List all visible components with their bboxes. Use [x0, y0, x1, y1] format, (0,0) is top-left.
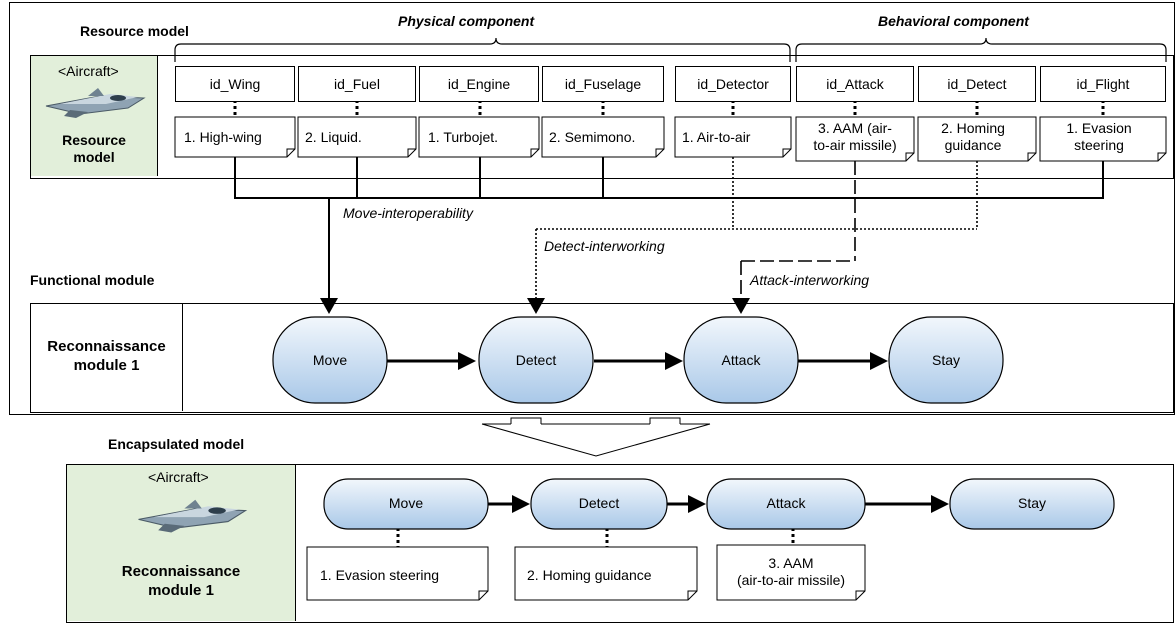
encapsulated-module-name-line2: module 1 [148, 582, 214, 599]
behavioral-component-label: Behavioral component [878, 13, 1029, 29]
note-shape-turbojet [418, 116, 540, 158]
note-shape-semimono [541, 116, 665, 158]
note-shape-high-wing [174, 116, 296, 158]
resource-model-title: Resource model [80, 23, 189, 39]
physical-brace [174, 37, 791, 62]
encapsulated-module-name-line1: Reconnaissance [121, 563, 241, 580]
enc-note-homing: 2. Homing guidance [527, 567, 652, 583]
enc-note-shape-evasion [306, 546, 489, 601]
resource-side-title: Resource model [31, 132, 157, 166]
resource-aircraft-panel [31, 56, 158, 176]
id-box-detect: id_Detect [918, 66, 1036, 102]
func-node-stay: Stay [888, 316, 1004, 404]
note-shape-evasion [1039, 116, 1167, 162]
func-node-detect-label: Detect [515, 352, 557, 368]
attack-interworking-label: Attack-interworking [750, 272, 870, 288]
note-homing: 2. Homing guidance [918, 120, 1028, 154]
resource-side-title-line1: Resource [62, 132, 126, 148]
note-aam: 3. AAM (air- to-air missile) [796, 120, 914, 154]
enc-note-aam-line2: (air-to-air missile) [736, 572, 846, 588]
id-box-engine: id_Engine [419, 66, 539, 102]
id-box-flight: id_Flight [1040, 66, 1166, 102]
behavioral-brace [795, 37, 1167, 62]
note-semimono: 2. Semimono. [549, 129, 636, 145]
enc-node-detect: Detect [530, 478, 668, 530]
note-shape-liquid [297, 116, 417, 158]
top-section-frame [9, 2, 1175, 415]
enc-node-move-label: Move [388, 495, 424, 511]
encapsulated-module-name: Reconnaissance module 1 [67, 562, 295, 600]
id-box-wing: id_Wing [175, 66, 295, 102]
enc-node-attack-label: Attack [766, 495, 806, 511]
note-high-wing: 1. High-wing [184, 129, 262, 145]
enc-node-move: Move [323, 478, 489, 530]
functional-module-name: Reconnaissance module 1 [31, 337, 182, 375]
resource-side-title-line2: model [73, 149, 115, 165]
encapsulated-aircraft-label: <Aircraft> [148, 469, 209, 485]
functional-module-name-line2: module 1 [73, 357, 140, 374]
note-aam-line1: 3. AAM (air- [818, 120, 892, 136]
aircraft-icon [132, 492, 252, 538]
id-box-fuselage: id_Fuselage [542, 66, 664, 102]
note-shape-homing [917, 116, 1037, 162]
note-shape-air-to-air [674, 116, 792, 158]
functional-module-name-line1: Reconnaissance [47, 338, 166, 355]
move-interoperability-label: Move-interoperability [343, 205, 473, 221]
functional-module-divider [182, 304, 183, 411]
note-liquid: 2. Liquid. [305, 129, 362, 145]
id-box-fuel: id_Fuel [298, 66, 416, 102]
functional-module-title: Functional module [30, 272, 155, 288]
encapsulated-aircraft-panel [67, 465, 296, 621]
func-node-attack-label: Attack [721, 352, 761, 368]
func-node-detect: Detect [478, 316, 594, 404]
physical-component-label: Physical component [398, 13, 535, 29]
functional-module-frame [30, 303, 1174, 413]
func-node-stay-label: Stay [931, 352, 960, 368]
func-node-attack: Attack [683, 316, 799, 404]
enc-node-stay-label: Stay [1017, 495, 1046, 511]
note-air-to-air: 1. Air-to-air [682, 129, 751, 145]
func-node-move-label: Move [312, 352, 348, 368]
note-homing-line1: 2. Homing [941, 120, 1005, 136]
note-shape-aam [795, 116, 915, 162]
note-aam-line2: to-air missile) [813, 137, 897, 153]
note-turbojet: 1. Turbojet. [428, 129, 499, 145]
id-box-detector: id_Detector [675, 66, 791, 102]
enc-note-aam: 3. AAM (air-to-air missile) [717, 555, 865, 589]
enc-node-attack: Attack [706, 478, 866, 530]
enc-node-stay: Stay [949, 478, 1115, 530]
detect-interworking-label: Detect-interworking [544, 238, 665, 254]
enc-note-evasion: 1. Evasion steering [320, 567, 440, 583]
node-gradient-defs [0, 0, 1, 1]
note-evasion: 1. Evasion steering [1040, 120, 1158, 154]
enc-note-shape-aam [716, 544, 866, 601]
resource-aircraft-label: <Aircraft> [58, 63, 119, 79]
enc-note-shape-homing [514, 546, 698, 601]
enc-note-aam-line1: 3. AAM [768, 555, 814, 571]
enc-node-detect-label: Detect [578, 495, 620, 511]
note-evasion-line1: 1. Evasion [1066, 120, 1132, 136]
id-box-attack: id_Attack [796, 66, 914, 102]
aircraft-icon [40, 82, 150, 122]
func-node-move: Move [272, 316, 388, 404]
note-homing-line2: guidance [944, 137, 1002, 153]
encapsulated-model-title: Encapsulated model [108, 436, 245, 452]
note-evasion-line2: steering [1074, 137, 1124, 153]
